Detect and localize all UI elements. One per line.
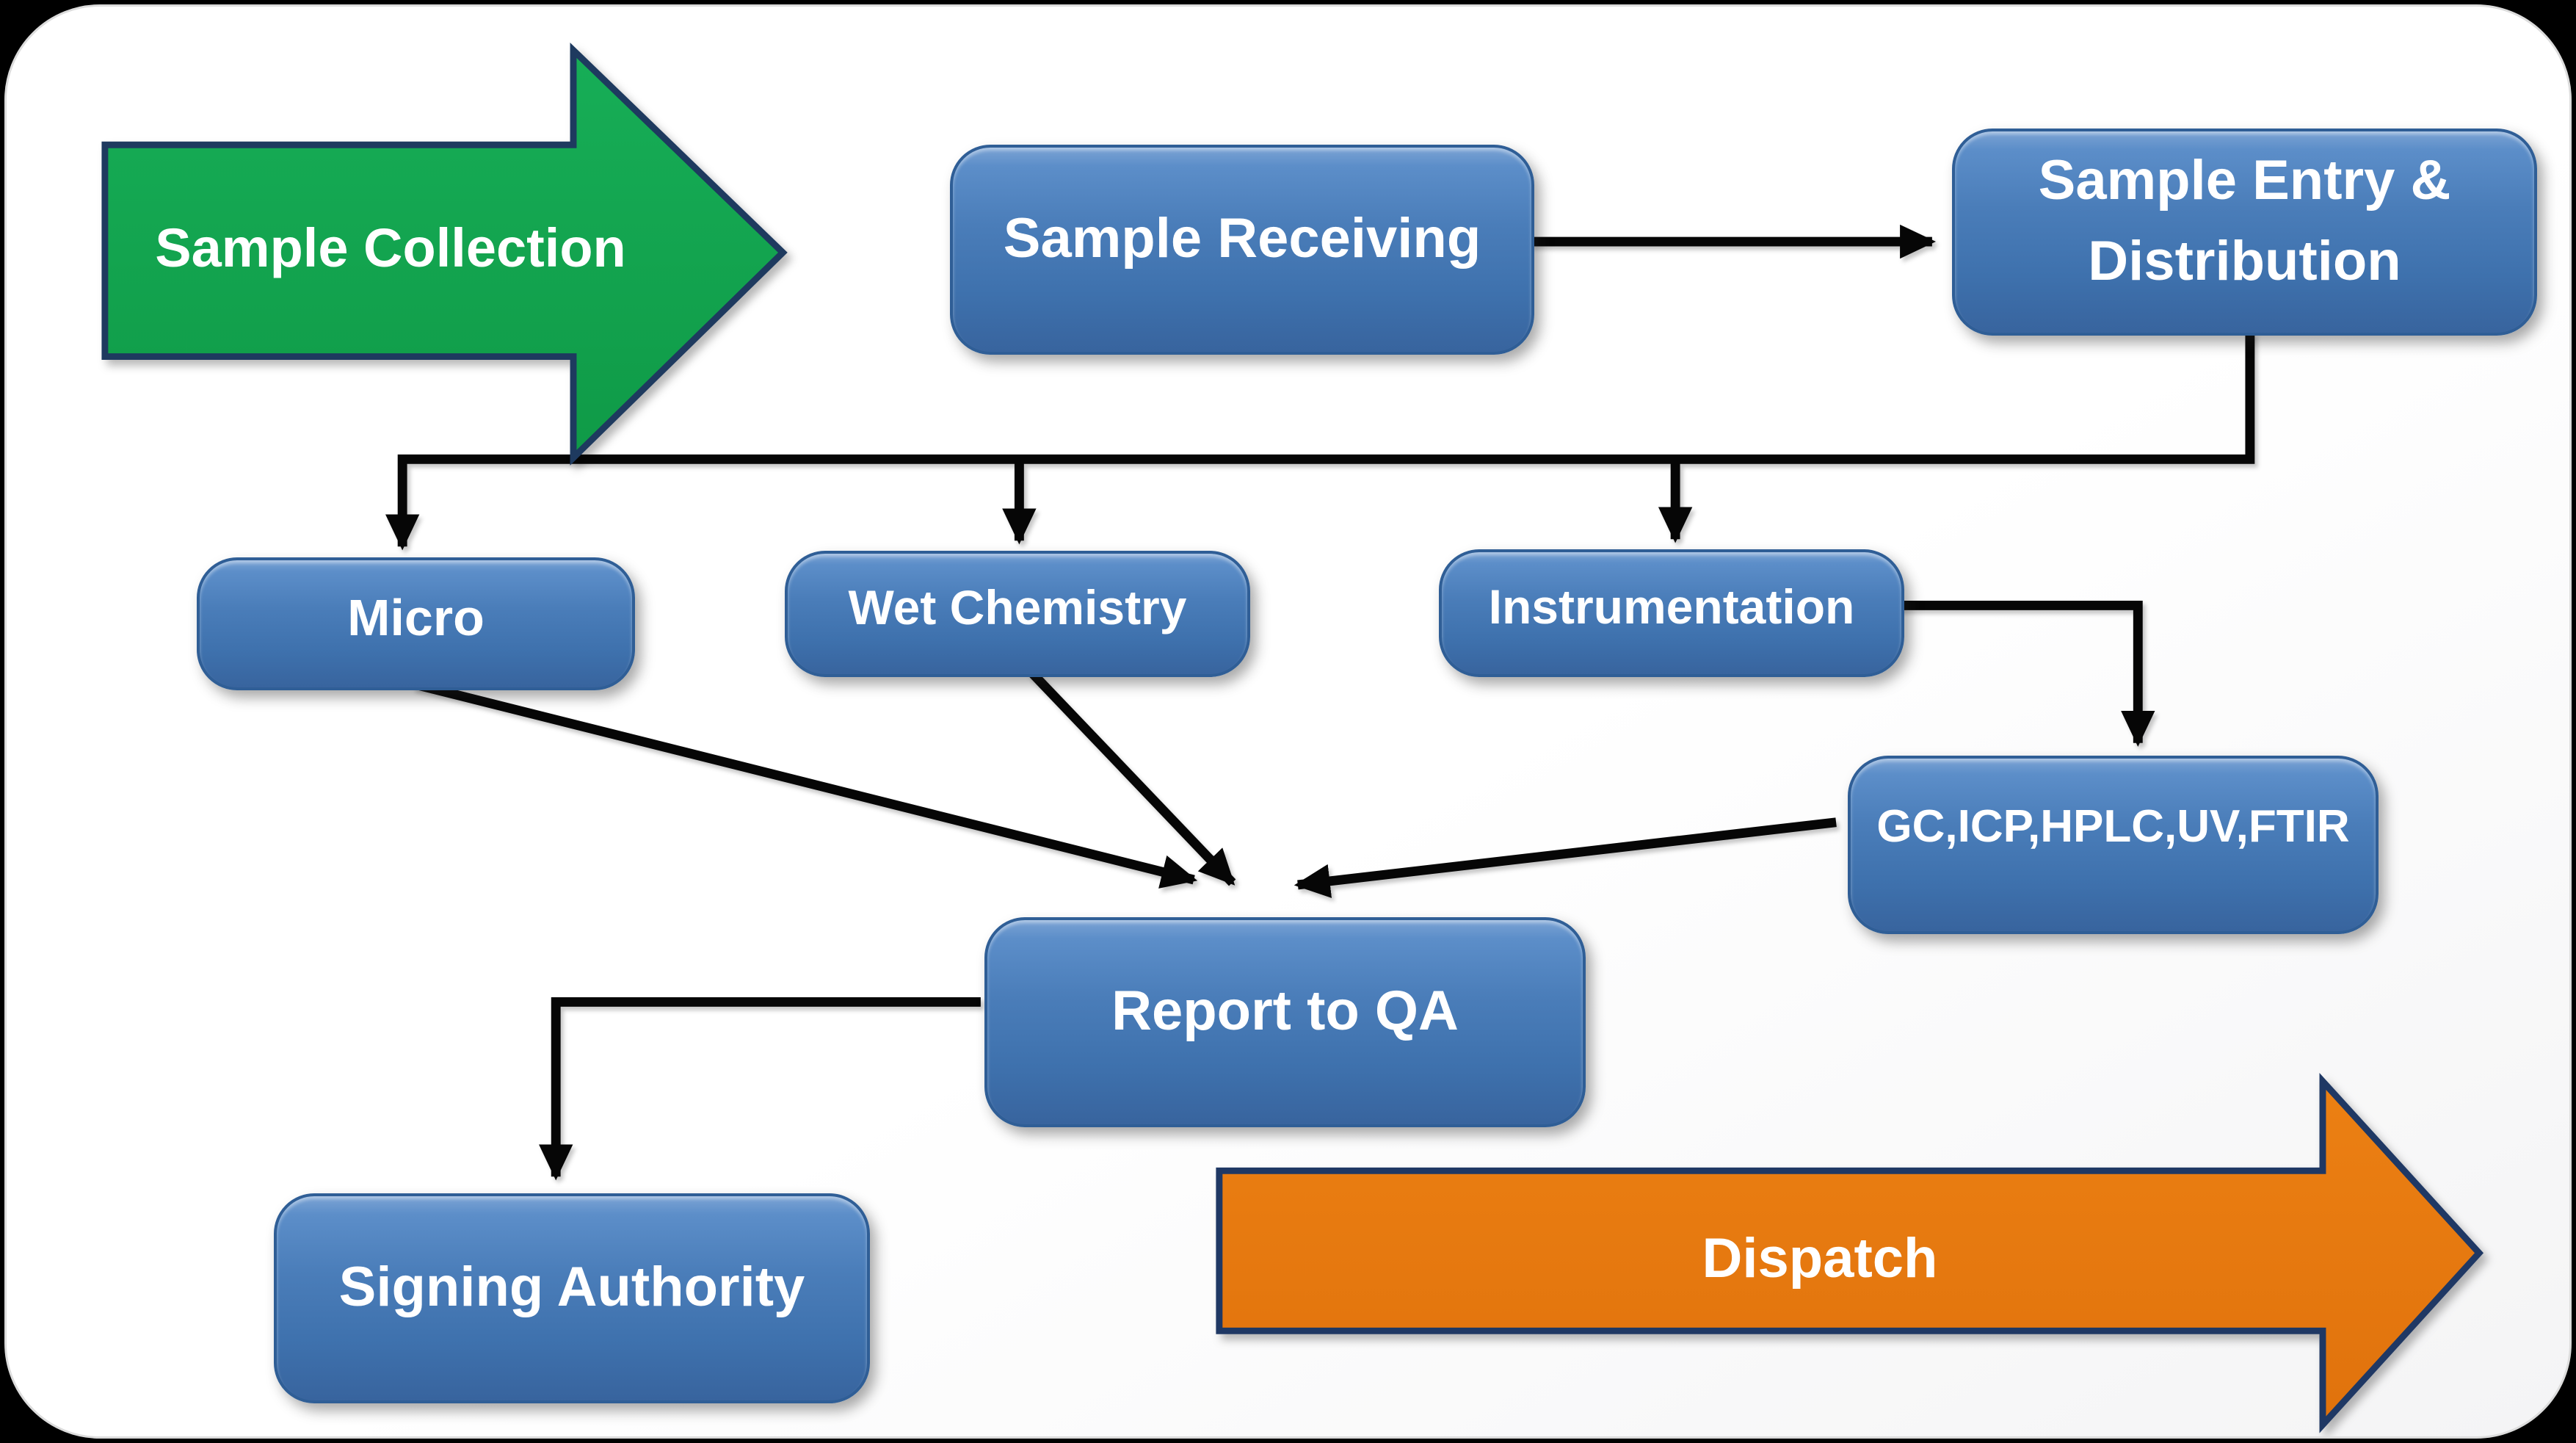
sample-entry-distribution-label: Sample Entry & Distribution [2038, 148, 2451, 292]
signing-authority-label: Signing Authority [338, 1255, 805, 1318]
dispatch-label: Dispatch [1702, 1226, 1938, 1290]
instrumentation-label: Instrumentation [1488, 579, 1855, 634]
connector-instrumentation-to-instruments-detail [1892, 601, 2155, 747]
report-to-qa-label: Report to QA [1111, 979, 1459, 1042]
sample-entry-distribution-box: Sample Entry & Distribution [1952, 129, 2537, 336]
instruments-detail-label: GC,ICP,HPLC,UV,FTIR [1876, 800, 2350, 852]
dispatch-arrow-shape [1216, 1072, 2484, 1433]
sample-receiving-label: Sample Receiving [1003, 206, 1481, 270]
wet-chemistry-box: Wet Chemistry [785, 551, 1250, 677]
connector-entry-distribution-to-micro [385, 332, 2255, 551]
micro-box: Micro [197, 557, 635, 690]
instrumentation-box: Instrumentation [1439, 549, 1904, 677]
report-to-qa-box: Report to QA [984, 917, 1586, 1127]
connector-micro-to-report [412, 679, 1198, 889]
sample-collection-arrow: Sample Collection [101, 146, 681, 360]
sample-receiving-box: Sample Receiving [950, 145, 1534, 355]
sample-collection-label: Sample Collection [155, 217, 626, 278]
signing-authority-box: Signing Authority [274, 1193, 870, 1403]
connector-report-to-signing [539, 997, 981, 1181]
sample-collection-arrow-shape [101, 42, 788, 466]
wet-chemistry-label: Wet Chemistry [848, 580, 1187, 635]
connector-layer [101, 42, 2484, 1433]
slide-background: Sample Collection Dispatch Sample Receiv… [4, 4, 2572, 1439]
dispatch-arrow: Dispatch [1225, 1180, 2414, 1343]
connector-instruments-detail-to-report [1294, 817, 1837, 898]
micro-label: Micro [347, 588, 485, 646]
connector-wet-chemistry-to-report [1026, 668, 1236, 886]
instruments-detail-box: GC,ICP,HPLC,UV,FTIR [1848, 756, 2379, 934]
